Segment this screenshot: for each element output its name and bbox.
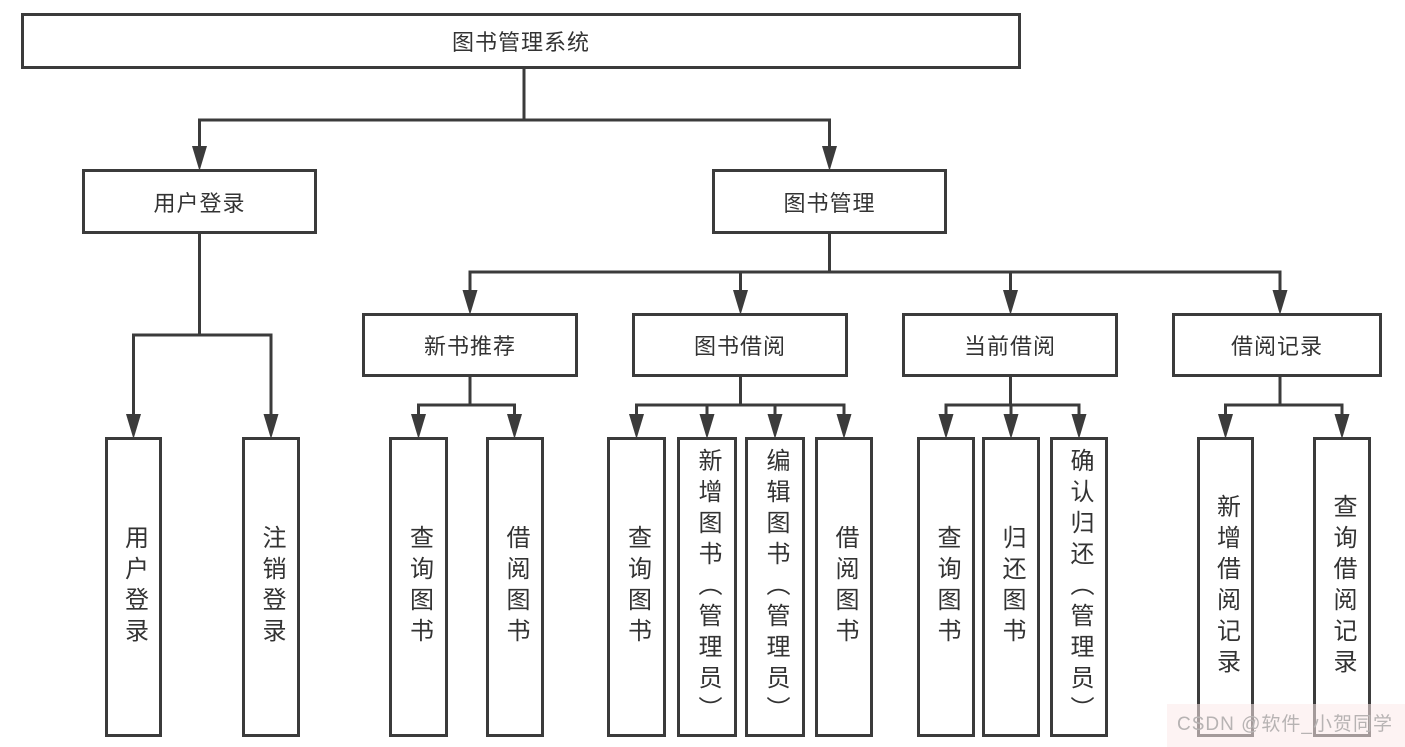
leaf-nbr-borrow-books-label: 借阅图书 [502, 525, 529, 649]
node-book-borrow-label: 图书借阅 [693, 334, 786, 359]
leaf-br-query-record: 查询借阅记录 [1313, 437, 1371, 737]
leaf-bb-add-books-admin-label: 新增图书（管理员） [694, 447, 721, 727]
leaf-br-add-record: 新增借阅记录 [1197, 437, 1254, 737]
node-book-management-label: 图书管理 [783, 190, 876, 216]
leaf-cb-confirm-return-admin: 确认归还（管理员） [1050, 437, 1108, 737]
leaf-cb-return-books-label: 归还图书 [998, 525, 1025, 649]
leaf-bb-edit-books-admin: 编辑图书（管理员） [745, 437, 805, 737]
leaf-nbr-query-books-label: 查询图书 [405, 525, 433, 649]
leaf-logout: 注销登录 [242, 437, 300, 737]
leaf-br-query-record-label: 查询借阅记录 [1329, 494, 1356, 680]
leaf-user-login: 用户登录 [105, 437, 162, 737]
leaf-cb-query-books: 查询图书 [917, 437, 975, 737]
csdn-watermark: CSDN @软件_小贺同学 [1167, 704, 1405, 747]
node-new-book-recommend-label: 新书推荐 [423, 334, 516, 359]
leaf-bb-add-books-admin: 新增图书（管理员） [677, 437, 737, 737]
leaf-cb-query-books-label: 查询图书 [933, 525, 960, 649]
leaf-logout-label: 注销登录 [258, 525, 285, 649]
node-borrow-records-label: 借阅记录 [1230, 334, 1323, 359]
node-borrow-records: 借阅记录 [1172, 313, 1382, 377]
leaf-bb-query-books-label: 查询图书 [623, 525, 651, 649]
node-book-borrow: 图书借阅 [632, 313, 848, 377]
leaf-cb-return-books: 归还图书 [982, 437, 1040, 737]
leaf-bb-borrow-books-label: 借阅图书 [831, 525, 858, 649]
csdn-watermark-text: CSDN @软件_小贺同学 [1177, 714, 1393, 735]
node-book-management: 图书管理 [712, 169, 947, 234]
leaf-cb-confirm-return-admin-label: 确认归还（管理员） [1066, 447, 1093, 727]
leaf-nbr-query-books: 查询图书 [389, 437, 448, 737]
leaf-bb-edit-books-admin-label: 编辑图书（管理员） [762, 447, 789, 727]
node-root: 图书管理系统 [21, 13, 1021, 69]
leaf-nbr-borrow-books: 借阅图书 [486, 437, 544, 737]
leaf-bb-query-books: 查询图书 [607, 437, 666, 737]
leaf-br-add-record-label: 新增借阅记录 [1212, 494, 1240, 680]
node-user-login: 用户登录 [82, 169, 317, 234]
node-current-borrow-label: 当前借阅 [963, 334, 1056, 359]
node-new-book-recommend: 新书推荐 [362, 313, 578, 377]
node-current-borrow: 当前借阅 [902, 313, 1118, 377]
leaf-bb-borrow-books: 借阅图书 [815, 437, 873, 737]
node-root-label: 图书管理系统 [451, 30, 590, 55]
leaf-user-login-label: 用户登录 [120, 525, 148, 649]
node-user-login-label: 用户登录 [153, 190, 246, 216]
